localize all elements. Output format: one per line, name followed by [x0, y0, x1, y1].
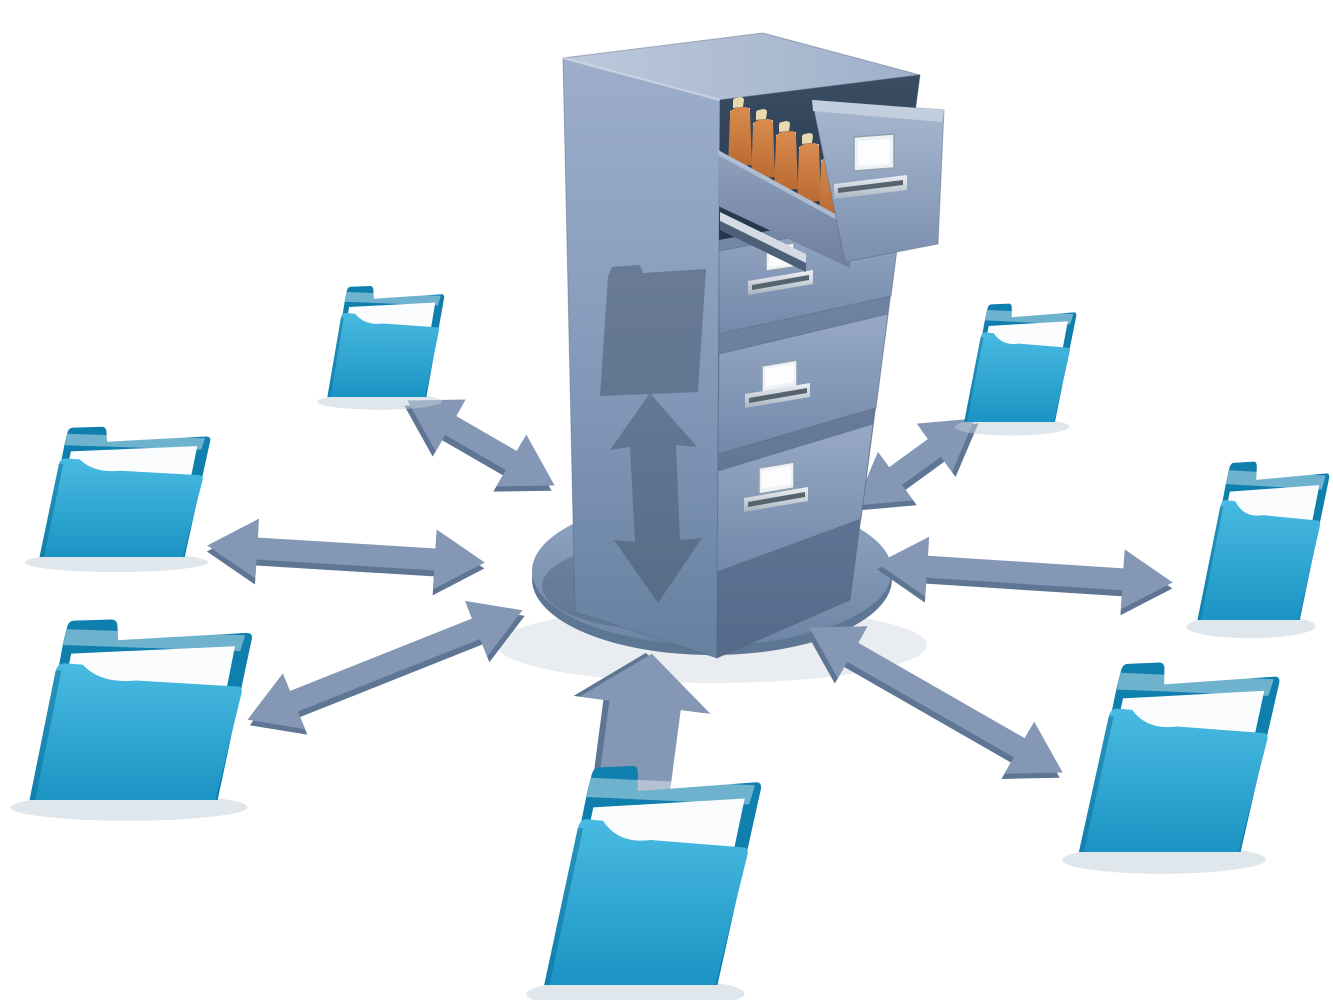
drawer-3-front [717, 313, 889, 455]
drawer-1-side [718, 150, 850, 268]
arrow-behind-cabinet [610, 393, 702, 603]
drawer-4 [716, 423, 874, 573]
drawer-2-handle-slot [752, 275, 809, 290]
drawer-1-open [718, 75, 945, 272]
drawer-1-handle-slot [838, 180, 903, 193]
drawer-4-handle-slot [748, 492, 805, 507]
folder-silhouette-inside [600, 265, 706, 396]
filing-cabinet [562, 32, 945, 659]
drawer-3-handle-slot [749, 388, 807, 403]
drawer-1-side-edge [718, 150, 850, 227]
drawer-3-label-card [765, 364, 794, 387]
drawer-3 [717, 313, 889, 455]
drawer-4-label-card [762, 466, 791, 489]
cabinet-front-edge-highlight [562, 57, 721, 101]
drawer-1-front-top-edge [812, 100, 944, 122]
drawer-rail-chrome [720, 212, 806, 263]
drawer-1-label-card [858, 139, 890, 166]
drawer-rail-shadow [720, 221, 806, 272]
